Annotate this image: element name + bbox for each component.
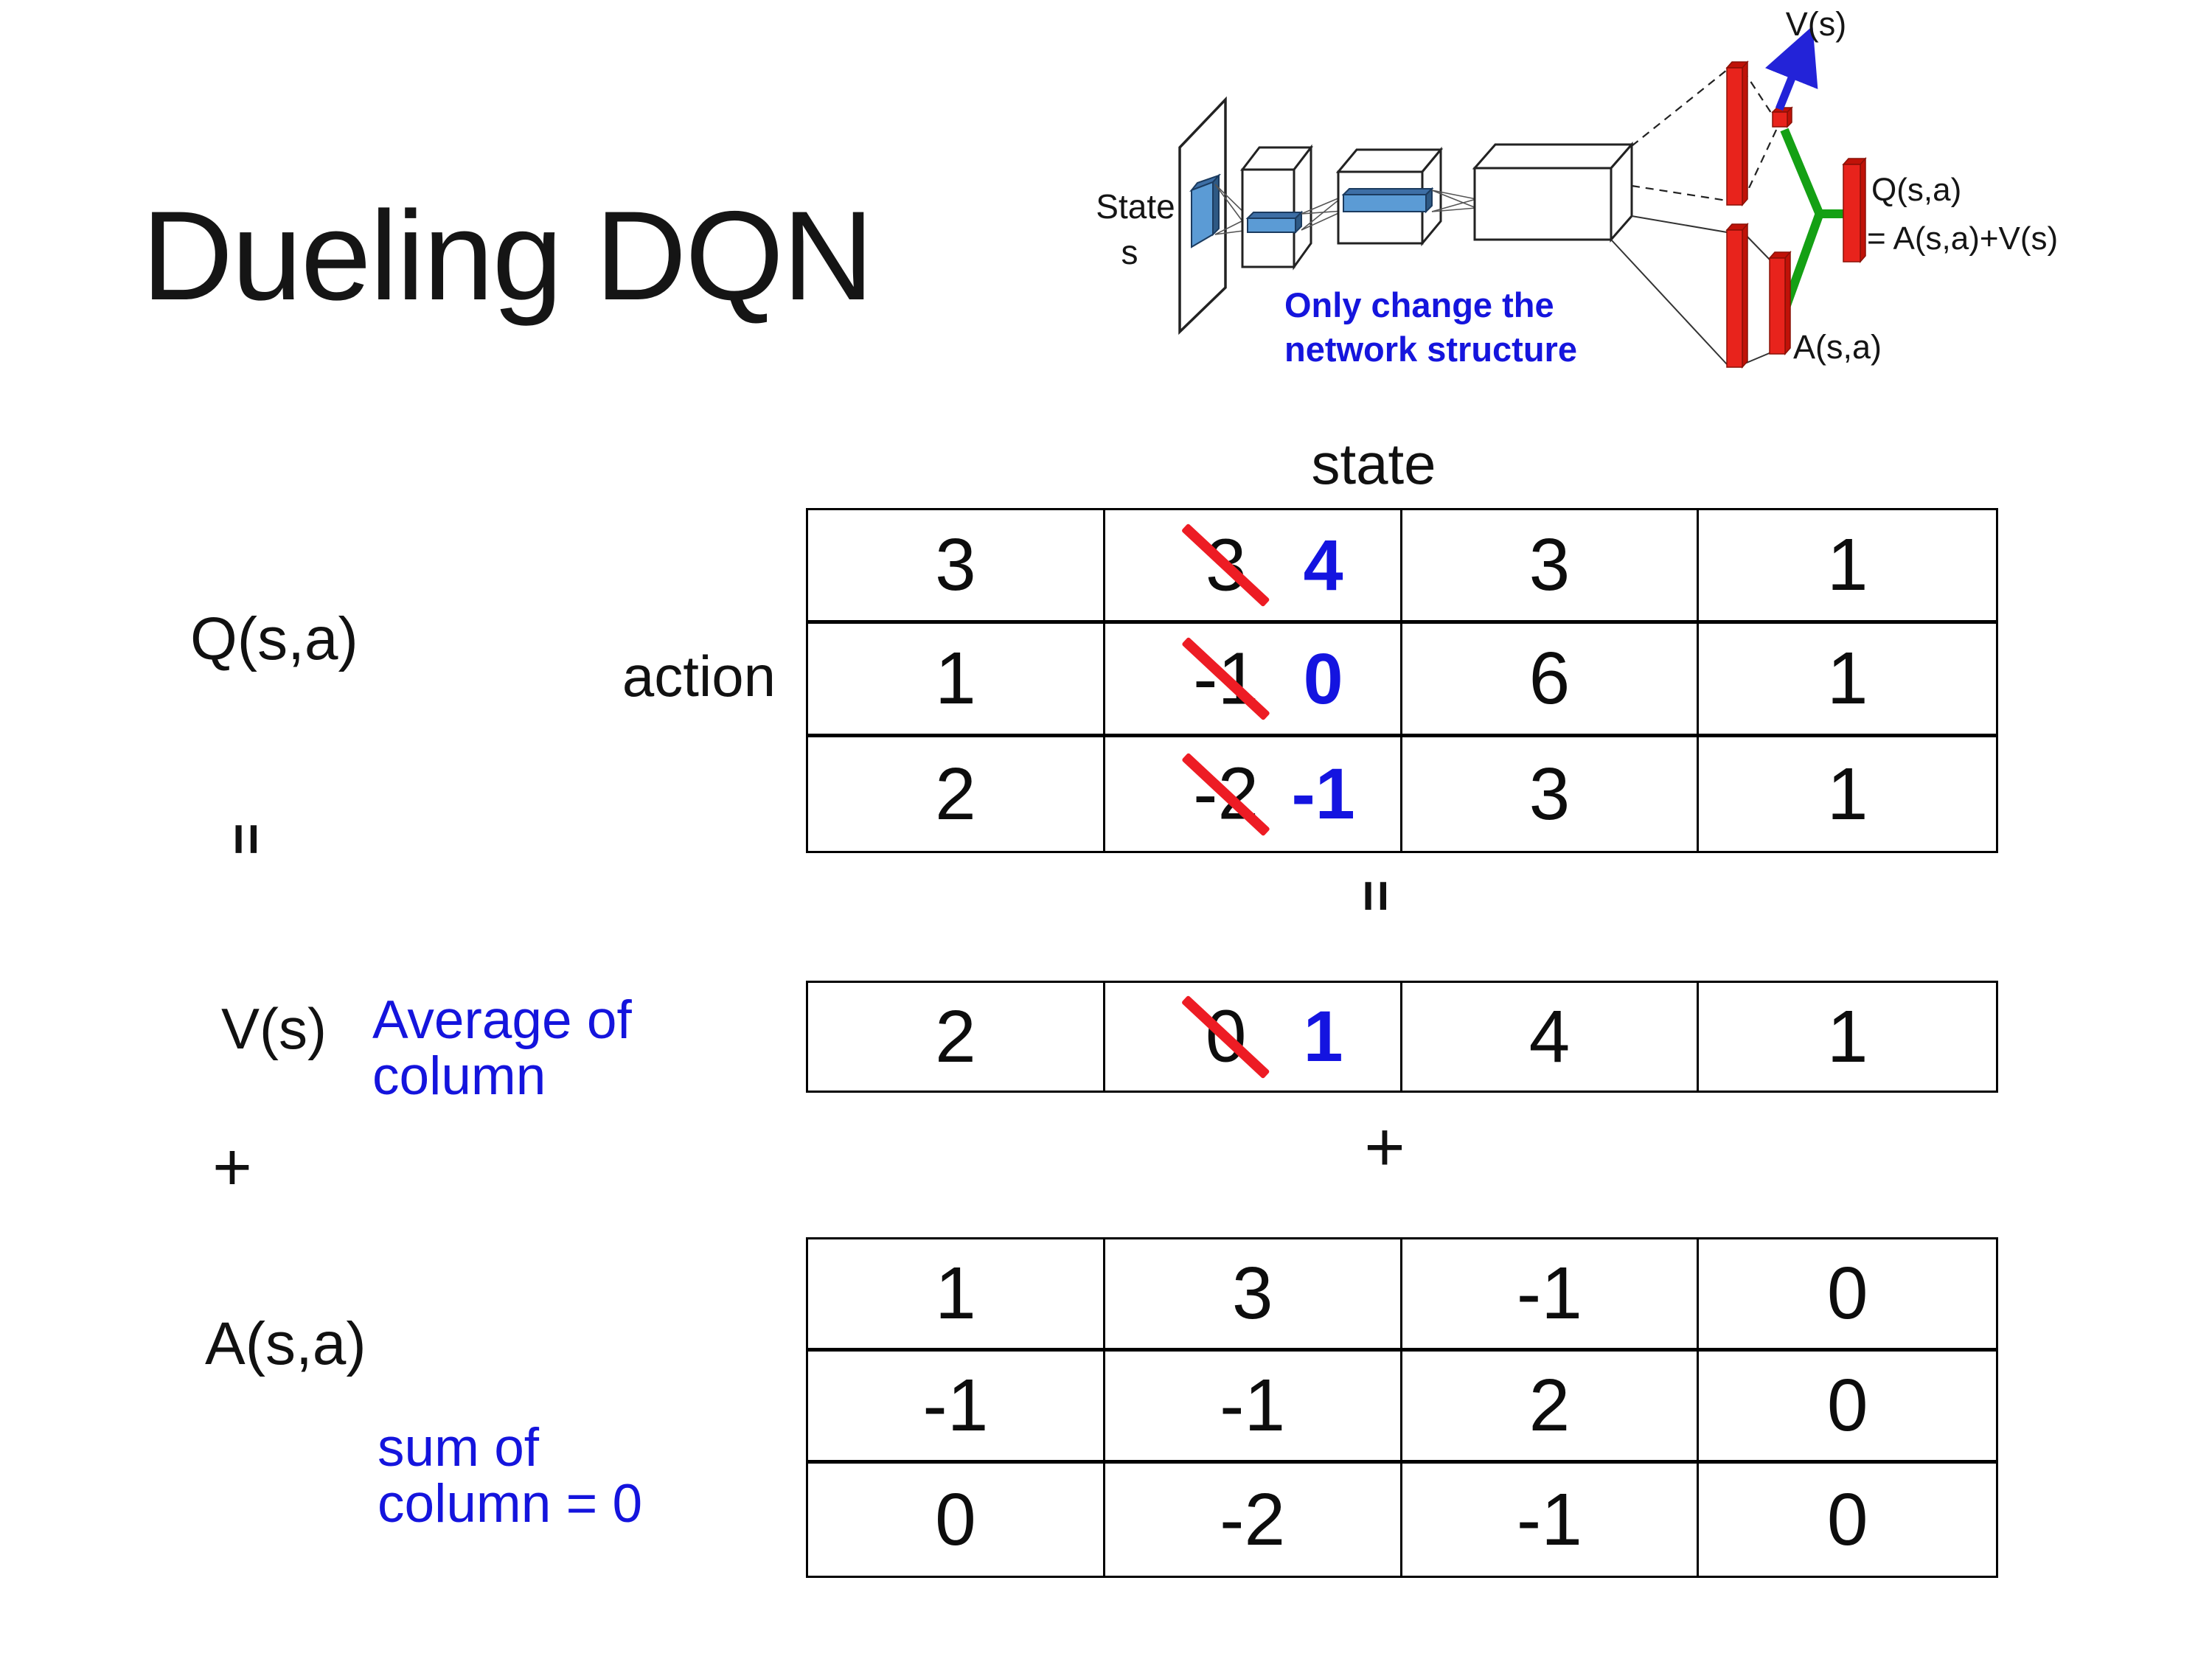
crossed-out-value: 0 — [1181, 995, 1270, 1079]
a-cell-r1c3: -1 — [1402, 1239, 1700, 1352]
a-cell-r2c3: 2 — [1402, 1352, 1700, 1464]
fan-lines-2 — [1301, 195, 1344, 231]
a-cell-r3c2: -2 — [1105, 1464, 1402, 1576]
v-value-table: 2 0 1 4 1 — [806, 981, 1998, 1093]
corrected-value: -1 — [1291, 754, 1355, 834]
a-cell-r3c3: -1 — [1402, 1464, 1700, 1576]
q-cell-r3c2: -2 -1 — [1105, 737, 1402, 851]
q-cell-r2c4: 1 — [1699, 624, 1996, 737]
q-cell-r1c2: 3 4 — [1105, 510, 1402, 624]
a-cell-r2c1: -1 — [808, 1352, 1105, 1464]
crossed-out-value: 3 — [1181, 523, 1270, 608]
fc-red-bar-bottom — [1725, 223, 1749, 369]
q-value-table: 3 3 4 3 1 1 -1 0 6 1 2 -2 -1 — [806, 508, 1998, 853]
a-cell-r3c4: 0 — [1826, 1478, 1868, 1561]
q-cell-r2c3: 6 — [1402, 624, 1700, 737]
network-diagram: V(s) State s Q(s,a) = A(s,a)+V(s) A(s,a)… — [1096, 5, 2058, 369]
conv3-blue-bar — [1341, 187, 1434, 214]
a-vector-bar — [1768, 251, 1792, 355]
crossed-out-value: -2 — [1181, 752, 1270, 837]
plus-sign-middle: + — [1364, 1107, 1405, 1186]
fc-box — [1472, 142, 1635, 243]
corrected-value: 4 — [1303, 524, 1343, 605]
a-function-label: A(s,a) — [205, 1310, 366, 1377]
state-axis-label: state — [1311, 431, 1436, 496]
v-cell-c2: 0 1 — [1105, 983, 1402, 1091]
sum-note-line2: column = 0 — [378, 1473, 643, 1534]
q-cell-r1c4: 1 — [1699, 510, 1996, 624]
v-scalar-node — [1771, 106, 1793, 128]
q-cell-r1c1: 3 — [808, 510, 1105, 624]
conv1-blue-box — [1189, 173, 1222, 248]
v-cell-c1: 2 — [808, 983, 1105, 1091]
conv2-blue-slab — [1245, 210, 1304, 234]
fc-red-bar-top — [1725, 60, 1749, 206]
diagram-q-label-line1: Q(s,a) — [1871, 172, 1961, 208]
v-cell-c4: 1 — [1826, 995, 1868, 1078]
a-cell-r2c4: 0 — [1699, 1352, 1996, 1464]
v-cell-c3: 4 — [1402, 983, 1700, 1091]
diagram-state-label-line2: s — [1121, 233, 1138, 271]
average-note-line1: Average of — [372, 990, 632, 1050]
diagram-v-label: V(s) — [1786, 5, 1847, 43]
q-cell-r2c2: -1 0 — [1105, 624, 1402, 737]
dashed-connectors — [1631, 69, 1778, 202]
sum-of-column-note: sum of column = 0 — [378, 1420, 642, 1532]
q-cell-r3c4: 1 — [1826, 752, 1868, 835]
v-output-arrow — [1764, 26, 1818, 111]
a-value-table: 1 3 -1 0 -1 -1 2 0 0 -2 -1 0 — [806, 1237, 1998, 1578]
green-merge-lines — [1778, 128, 1846, 318]
plus-sign-left: + — [212, 1129, 252, 1205]
fan-lines-3 — [1431, 189, 1477, 212]
diagram-annotation-line1: Only change the — [1284, 285, 1554, 324]
v-function-label: V(s) — [221, 996, 327, 1061]
a-cell-r2c2: -1 — [1105, 1352, 1402, 1464]
corrected-value: 1 — [1303, 996, 1343, 1077]
q-cell-r3c3: 3 — [1402, 737, 1700, 851]
diagram-q-label-line2: = A(s,a)+V(s) — [1867, 220, 2058, 257]
crossed-out-value: -1 — [1181, 636, 1270, 721]
q-output-bar — [1842, 157, 1867, 263]
q-cell-r1c3: 3 — [1402, 510, 1700, 624]
page-title: Dueling DQN — [142, 185, 874, 327]
a-cell-r1c2: 3 — [1105, 1239, 1402, 1352]
a-cell-r1c4: 0 — [1699, 1239, 1996, 1352]
conv2-box — [1239, 144, 1314, 271]
a-cell-r3c1: 0 — [808, 1464, 1105, 1576]
q-function-label: Q(s,a) — [190, 605, 358, 672]
corrected-value: 0 — [1303, 638, 1343, 719]
diagram-state-label-line1: State — [1096, 187, 1175, 226]
q-cell-r2c1: 1 — [808, 624, 1105, 737]
diagram-annotation-line2: network structure — [1284, 330, 1577, 369]
equals-sign-left: = — [216, 823, 278, 855]
average-note-line2: column — [372, 1046, 546, 1106]
average-of-column-note: Average of column — [372, 992, 632, 1105]
equals-sign-middle: = — [1346, 880, 1408, 912]
a-cell-r1c1: 1 — [808, 1239, 1105, 1352]
action-axis-label: action — [622, 644, 776, 709]
diagram-a-label: A(s,a) — [1793, 328, 1882, 366]
q-cell-r3c1: 2 — [808, 737, 1105, 851]
sum-note-line1: sum of — [378, 1418, 540, 1478]
